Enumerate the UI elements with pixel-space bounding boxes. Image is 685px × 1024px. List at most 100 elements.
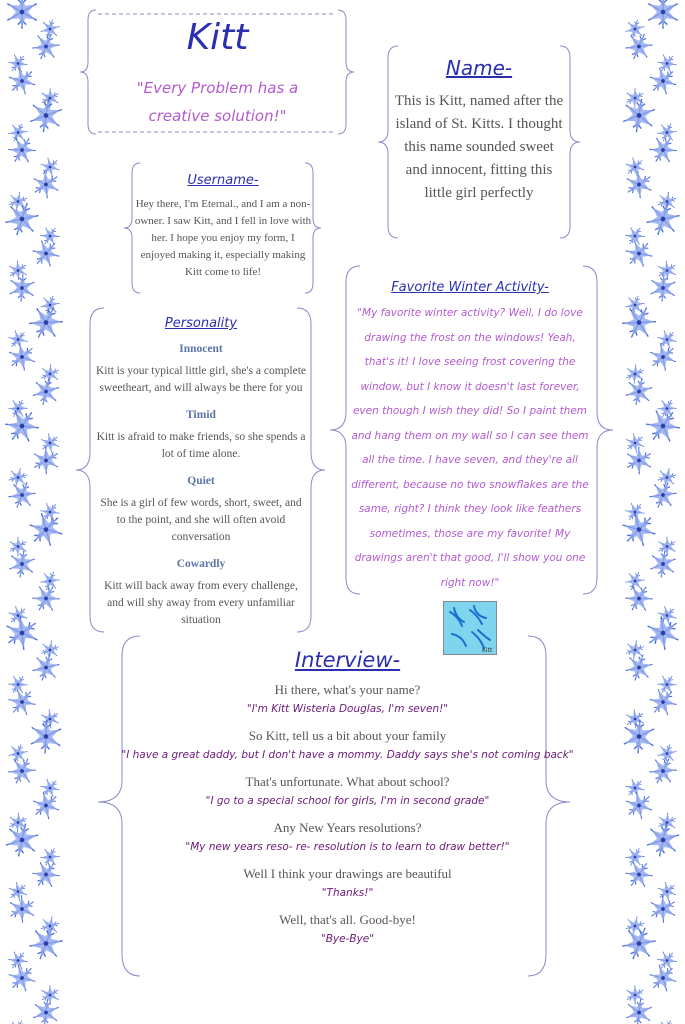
snowflake-icon [653,257,681,284]
snowflake-icon [0,403,45,449]
snowflake-icon [27,166,65,203]
snowflake-icon [620,234,658,273]
trait-name: Timid [186,409,216,421]
name-panel: Name- This is Kitt, named after the isla… [385,48,573,238]
snowflake-icon [644,683,682,721]
snowflake-icon [654,947,680,974]
snowflake-icon [4,257,32,284]
trait-description: Kitt will back away from every challenge… [104,580,298,626]
right-snowflake-vine [616,0,685,1024]
interview-answer: "I'm Kitt Wisteria Douglas, I'm seven!" [246,703,449,715]
snowflake-icon [622,28,656,65]
snowflake-icon [8,273,36,303]
snowflake-icon [649,273,677,303]
drawing-signature: Kitt [482,647,493,654]
interview-question: Well, that's all. Good-bye! [279,912,416,927]
snowflake-icon [5,477,39,513]
snowflake-icon [623,375,655,408]
snowflake-icon [36,706,64,732]
interview-question: Hi there, what's your name? [274,682,421,697]
snowflake-icon [28,95,64,136]
snowflake-icon [6,741,30,766]
snowflake-icon [3,959,41,997]
frost-drawing-image: Kitt [443,601,497,655]
snowflake-icon [622,85,648,111]
snowflake-icon [4,878,32,905]
snowflake-icon [6,0,38,30]
snowflake-icon [623,650,655,685]
interview-heading: Interview- [294,648,401,672]
snowflake-icon [3,62,41,100]
character-quote: "Every Problem has a creative solution!" [136,79,299,125]
snowflake-icon [622,361,648,387]
trait-description: Kitt is afraid to make friends, so she s… [96,431,306,460]
snowflake-icon [643,197,683,241]
snowflake-icon [653,878,681,905]
snowflake-icon [644,891,682,927]
snowflake-icon [621,774,649,802]
snowflake-icon [30,375,62,408]
snowflake-icon [29,718,63,755]
snowflake-icon [3,683,41,721]
snowflake-icon [7,548,37,580]
trait-name: Innocent [179,343,223,355]
snowflake-icon [27,442,65,479]
snowflake-icon [36,430,64,456]
snowflake-icon [31,996,61,1024]
snowflake-icon [644,819,682,861]
snowflake-icon [645,753,681,789]
username-description: Hey there, I'm Eternal., and I am a non-… [134,198,312,278]
title-panel: Kitt "Every Problem has a creative solut… [90,8,345,136]
personality-panel: Personality Innocent Kitt is your typica… [90,308,312,634]
snowflake-icon [617,300,661,345]
name-description: This is Kitt, named after the island of … [394,93,564,201]
snowflake-icon [622,638,648,662]
feather-frost-icon: Kitt [444,602,496,654]
snowflake-icon [621,153,649,181]
snowflake-icon [29,28,63,65]
left-snowflake-vine [0,0,69,1024]
winter-activity-heading: Favorite Winter Activity- [391,280,549,295]
interview-answer: "I go to a special school for girls, I'm… [205,795,490,807]
snowflake-icon [36,774,64,802]
snowflake-icon [620,166,658,203]
snowflake-icon [621,430,649,456]
username-panel: Username- Hey there, I'm Eternal., and I… [130,163,316,293]
snowflake-icon [23,506,69,553]
interview-question: Any New Years resolutions? [273,820,422,835]
interview-answer: "Bye-Bye" [320,933,375,945]
snowflake-icon [37,361,63,387]
snowflake-icon [646,477,680,513]
winter-activity-panel: Favorite Winter Activity- "My favorite w… [345,268,595,655]
name-heading: Name- [445,56,513,80]
interview-panel: Interview- Hi there, what's your name? "… [95,636,600,976]
snowflake-icon [647,0,679,30]
snowflake-icon [648,548,678,580]
character-name: Kitt [186,17,249,58]
trait-name: Quiet [187,475,215,487]
snowflake-icon [4,326,32,353]
interview-answer: "My new years reso- re- resolution is to… [185,841,510,853]
snowflake-icon [616,506,662,553]
snowflake-icon [654,50,680,77]
interview-answer: "Thanks!" [321,887,374,899]
snowflake-icon [37,498,63,526]
snowflake-icon [620,442,658,479]
interview-question: So Kitt, tell us a bit about your family [248,728,447,743]
winter-activity-text: "My favorite winter activity? Well, I do… [351,307,589,589]
trait-description: Kitt is your typical little girl, she's … [96,365,306,394]
snowflake-icon [620,787,658,824]
snowflake-icon [25,921,67,966]
snowflake-icon [622,982,648,1008]
snowflake-icon [4,602,32,629]
interview-question: That's unfortunate. What about school? [245,774,450,789]
snowflake-icon [3,338,41,376]
interview-question: Well I think your drawings are beautiful [243,866,452,881]
snowflake-icon [37,85,63,111]
interview-answer: "I have a great daddy, but I don't have … [121,749,574,761]
username-heading: Username- [187,173,259,188]
trait-name: Cowardly [176,558,226,570]
snowflake-icon [37,638,63,662]
snowflake-icon [3,891,41,927]
snowflake-icon [620,855,658,894]
